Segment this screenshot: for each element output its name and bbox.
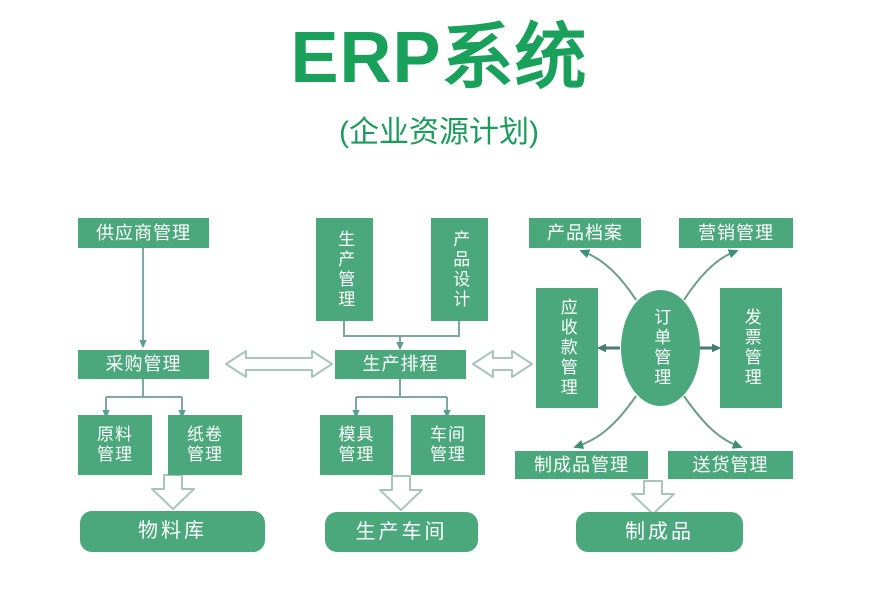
node-finished-goods-management[interactable]: 制成品管理	[515, 451, 648, 479]
edge-scheduling-to-workshop-nodes	[352, 379, 451, 419]
node-mold-management[interactable]: 模具 管理	[320, 415, 393, 475]
double-arrow-purchase-scheduling	[225, 350, 333, 378]
hollow-arrow-to-production-workshop	[379, 475, 423, 511]
node-raw-material-management[interactable]: 原料 管理	[78, 415, 152, 475]
node-production-management[interactable]: 生产管理	[316, 218, 373, 321]
page-title: ERP系统	[290, 18, 588, 98]
node-workshop-management[interactable]: 车间 管理	[411, 415, 485, 475]
node-production-workshop[interactable]: 生产车间	[325, 512, 478, 552]
hollow-arrow-to-material-warehouse	[151, 474, 195, 510]
node-paper-roll-management[interactable]: 纸卷 管理	[168, 415, 242, 475]
node-supplier-management[interactable]: 供应商管理	[78, 218, 209, 248]
node-finished-goods[interactable]: 制成品	[576, 512, 743, 552]
node-product-design[interactable]: 产品设计	[431, 218, 488, 321]
edge-production-to-scheduling	[343, 321, 460, 351]
node-product-archive[interactable]: 产品档案	[529, 218, 641, 248]
node-order-management[interactable]: 订单管理	[621, 290, 700, 406]
edge-order-to-finished-goods-management	[573, 395, 637, 449]
edge-order-to-delivery	[683, 395, 743, 449]
node-receivables-management[interactable]: 应收款管理	[536, 288, 598, 408]
node-invoice-management[interactable]: 发票管理	[720, 288, 782, 408]
hollow-arrow-to-finished-goods	[631, 480, 675, 515]
page-subtitle: (企业资源计划)	[339, 116, 539, 149]
node-production-scheduling[interactable]: 生产排程	[335, 350, 466, 379]
node-marketing-management[interactable]: 营销管理	[679, 218, 793, 248]
double-arrow-scheduling-receivables	[472, 350, 533, 378]
node-purchase-management[interactable]: 采购管理	[78, 350, 209, 379]
node-material-warehouse[interactable]: 物料库	[80, 511, 265, 552]
edge-order-to-marketing	[683, 249, 739, 301]
node-delivery-management[interactable]: 送货管理	[668, 451, 793, 479]
edge-order-to-product-archive	[579, 249, 637, 301]
edge-purchase-to-materials	[102, 379, 186, 419]
